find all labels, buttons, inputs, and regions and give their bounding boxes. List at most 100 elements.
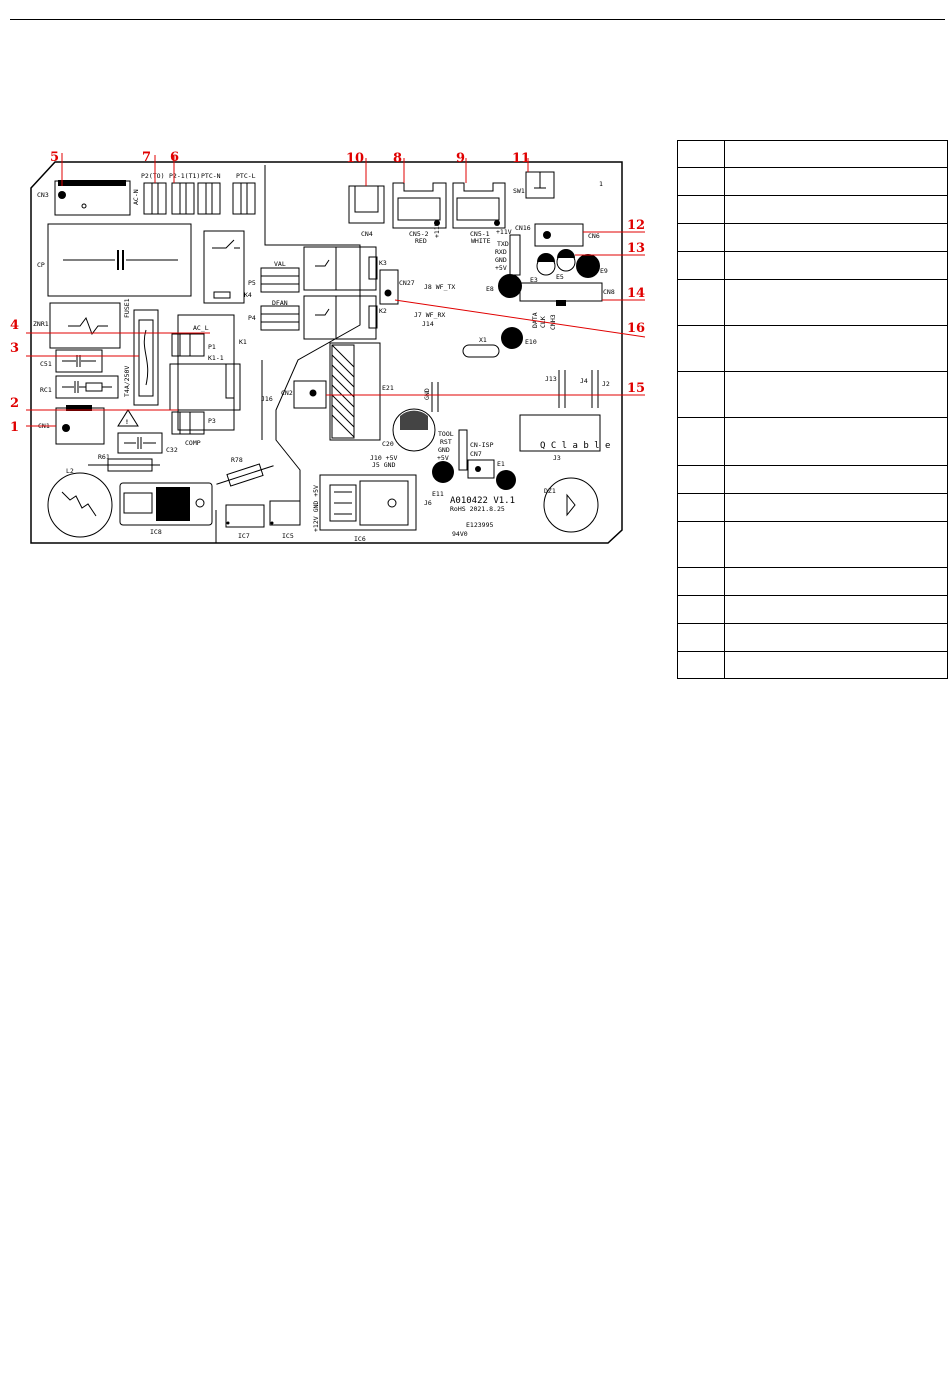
legend-description-cell <box>724 651 948 679</box>
legend-number-cell <box>677 651 725 679</box>
silk-label-c32: C32 <box>166 446 178 454</box>
legend-row <box>677 493 948 522</box>
legend-description-cell <box>724 567 948 596</box>
legend-description-cell <box>724 493 948 522</box>
callout-number-14: 14 <box>627 286 645 301</box>
legend-description-cell <box>724 325 948 372</box>
callout-number-5: 5 <box>50 150 59 165</box>
legend-number-cell <box>677 325 725 372</box>
legend-row <box>677 521 948 568</box>
callout-leaders <box>26 153 646 427</box>
cn5-connectors <box>392 182 506 229</box>
silk-label-ic8: IC8 <box>150 528 162 536</box>
silk-label-ptcn: PTC-N <box>201 172 221 180</box>
r61-resistor <box>107 458 153 472</box>
fuse1 <box>133 309 159 406</box>
cp-capacitor <box>47 223 192 297</box>
qc-label-box <box>519 414 601 452</box>
pcb-diagram: ! <box>10 150 646 544</box>
legend-description-cell <box>724 521 948 568</box>
c20-capacitor <box>392 408 436 452</box>
silk-label-p3: P3 <box>208 417 216 425</box>
silk-label-e21: E21 <box>382 384 394 392</box>
warning-icon <box>117 409 139 427</box>
cn8-connector <box>519 282 603 302</box>
legend-row <box>677 595 948 624</box>
top-terminal-block <box>143 182 256 215</box>
legend-row <box>677 567 948 596</box>
silk-label-rc1: RC1 <box>40 386 52 394</box>
silk-label-j5gnd: J5 GND <box>372 461 396 469</box>
callout-number-1: 1 <box>10 420 19 435</box>
legend-number-cell <box>677 623 725 652</box>
callout-number-6: 6 <box>170 150 179 165</box>
legend-description-cell <box>724 167 948 196</box>
callout-number-15: 15 <box>627 381 645 396</box>
silk-label-e9: E9 <box>600 267 608 275</box>
p5-p4-terminals <box>260 267 300 331</box>
r78-resistor <box>226 463 264 487</box>
callout-number-9: 9 <box>456 151 465 166</box>
silk-label-ul: E123995 <box>466 521 493 529</box>
ic8-regulator <box>119 482 213 526</box>
silk-label-v12gnd5v: +12V GND +5V <box>312 485 320 532</box>
legend-number-cell <box>677 279 725 326</box>
silk-label-j2: J2 <box>602 380 610 388</box>
cn3-connector <box>54 180 131 216</box>
silk-label-l2: L2 <box>66 467 74 475</box>
silk-label-white: WHITE <box>471 237 491 245</box>
silk-label-cn8: CN8 <box>603 288 615 296</box>
silk-label-acl: AC_L <box>193 324 209 332</box>
silk-label-fuse: FUSE1 <box>123 298 131 318</box>
callout-number-11: 11 <box>512 151 530 166</box>
callout-number-3: 3 <box>10 341 19 356</box>
c51-capacitor <box>55 349 103 373</box>
callout-number-8: 8 <box>393 151 402 166</box>
silk-label-comp: COMP <box>185 439 201 447</box>
silk-label-ptcl: PTC-L <box>236 172 256 180</box>
silk-label-cnisp: CN-ISP <box>470 441 494 449</box>
silk-label-v11b: +11V <box>496 228 512 236</box>
legend-number-cell <box>677 140 725 168</box>
pcb-board-outline <box>30 161 623 544</box>
silk-label-p5: P5 <box>248 279 256 287</box>
legend-number-cell <box>677 195 725 224</box>
silk-label-red: RED <box>415 237 427 245</box>
silk-label-ic5: IC5 <box>282 532 294 540</box>
callout-number-4: 4 <box>10 318 19 333</box>
silk-label-cn6: CN6 <box>588 232 600 240</box>
l2-inductor <box>47 472 113 538</box>
silk-label-cn51: CN5-1 <box>470 230 490 238</box>
silk-label-v5_c: +5V <box>437 454 449 462</box>
legend-description-cell <box>724 223 948 252</box>
legend-number-cell <box>677 595 725 624</box>
silk-label-cn16: CN16 <box>515 224 531 232</box>
legend-row <box>677 223 948 252</box>
silk-label-c20: C20 <box>382 440 394 448</box>
callout-number-12: 12 <box>627 218 645 233</box>
legend-number-cell <box>677 465 725 494</box>
legend-description-cell <box>724 279 948 326</box>
silk-label-cn2: CN2 <box>281 389 293 397</box>
silk-label-rating: 94V0 <box>452 530 468 538</box>
silk-label-j3: J3 <box>553 454 561 462</box>
legend-row <box>677 417 948 466</box>
silk-label-cn3: CN3 <box>37 191 49 199</box>
silk-label-k1: K1 <box>239 338 247 346</box>
silk-label-j16: J16 <box>261 395 273 403</box>
silk-label-data: DATA <box>531 312 539 328</box>
silk-label-j4: J4 <box>580 377 588 385</box>
silk-label-r61: R61 <box>98 453 110 461</box>
silk-label-sw1: SW1 <box>513 187 525 195</box>
silk-label-e11: E11 <box>432 490 444 498</box>
silk-label-p4: P4 <box>248 314 256 322</box>
silk-label-c51: C51 <box>40 360 52 368</box>
legend-description-cell <box>724 371 948 418</box>
silk-label-ic7: IC7 <box>238 532 250 540</box>
silk-label-j7: J7 WF_RX <box>414 311 445 319</box>
c32-capacitor <box>117 432 163 454</box>
legend-number-cell <box>677 223 725 252</box>
silk-label-p2to: P2(TO) <box>141 172 164 180</box>
